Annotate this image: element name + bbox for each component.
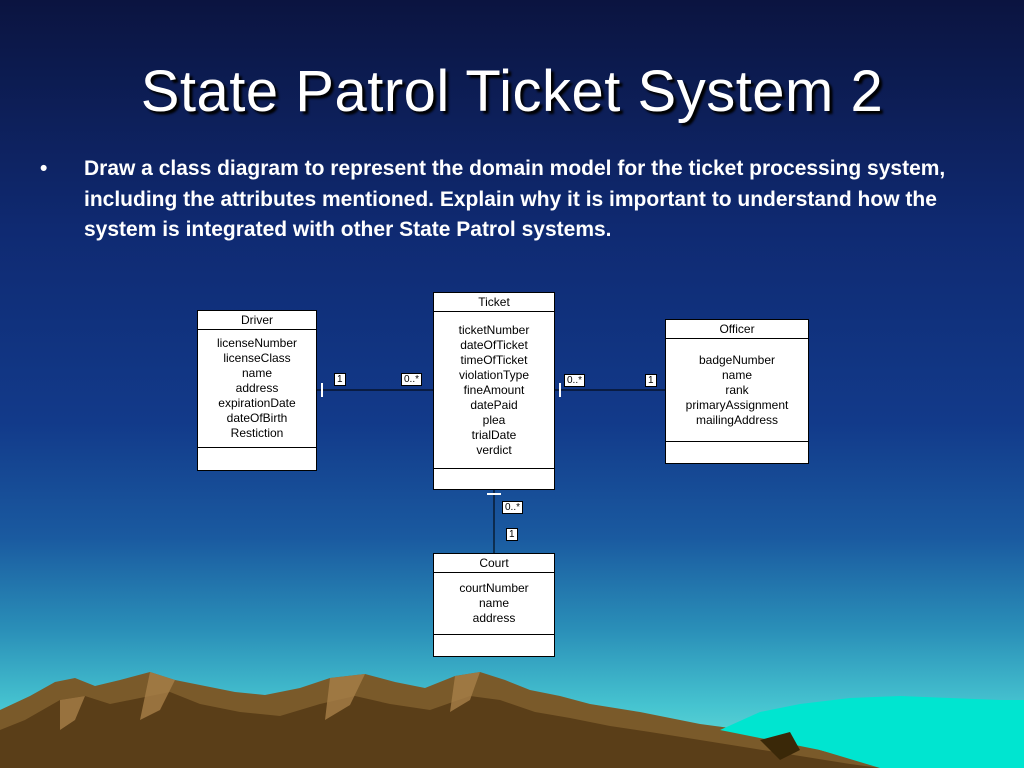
driver-attr: Restiction — [230, 426, 284, 440]
officer-class: Officer badgeNumber name rank primaryAss… — [665, 319, 809, 464]
ticket-attr: plea — [482, 413, 506, 427]
driver-attr: dateOfBirth — [226, 411, 288, 425]
multiplicity-label: 0..* — [401, 373, 423, 386]
ticket-attr: datePaid — [470, 398, 518, 412]
ticket-class: Ticket ticketNumber dateOfTicket timeOfT… — [433, 292, 555, 490]
officer-attributes: badgeNumber name rank primaryAssignment … — [666, 339, 808, 442]
officer-attr: badgeNumber — [698, 353, 776, 367]
ticket-attr: verdict — [476, 443, 512, 457]
officer-attr: name — [721, 368, 753, 382]
court-attr: name — [478, 596, 510, 610]
driver-attr: address — [235, 381, 279, 395]
ticket-attr: timeOfTicket — [460, 353, 528, 367]
court-class: Court courtNumber name address — [433, 553, 555, 657]
court-class-name: Court — [434, 554, 554, 573]
bullet-marker: • — [40, 157, 48, 180]
ticket-attr: trialDate — [471, 428, 517, 442]
mountain-landscape — [0, 672, 1024, 768]
driver-class: Driver licenseNumber licenseClass name a… — [197, 310, 317, 471]
multiplicity-label: 1 — [334, 373, 346, 386]
ticket-attr: ticketNumber — [458, 323, 530, 337]
ticket-attributes: ticketNumber dateOfTicket timeOfTicket v… — [434, 312, 554, 469]
driver-attr: licenseNumber — [216, 336, 298, 350]
officer-class-name: Officer — [666, 320, 808, 339]
court-attributes: courtNumber name address — [434, 573, 554, 635]
driver-attr: name — [241, 366, 273, 380]
officer-attr: primaryAssignment — [685, 398, 789, 412]
multiplicity-label: 0..* — [502, 501, 524, 514]
ticket-attr: violationType — [458, 368, 530, 382]
multiplicity-label: 1 — [645, 374, 657, 387]
ticket-class-name: Ticket — [434, 293, 554, 312]
court-attr: address — [472, 611, 516, 625]
ticket-attr: dateOfTicket — [460, 338, 528, 352]
multiplicity-label: 0..* — [564, 374, 586, 387]
driver-class-name: Driver — [198, 311, 316, 330]
slide-title: State Patrol Ticket System 2 — [140, 59, 884, 124]
officer-attr: rank — [725, 383, 749, 397]
driver-attr: licenseClass — [223, 351, 291, 365]
court-attr: courtNumber — [459, 581, 529, 595]
bullet-text: Draw a class diagram to represent the do… — [84, 157, 946, 241]
driver-attributes: licenseNumber licenseClass name address … — [198, 330, 316, 448]
driver-attr: expirationDate — [218, 396, 296, 410]
ticket-attr: fineAmount — [463, 383, 525, 397]
multiplicity-label: 1 — [506, 528, 518, 541]
officer-attr: mailingAddress — [695, 413, 779, 427]
